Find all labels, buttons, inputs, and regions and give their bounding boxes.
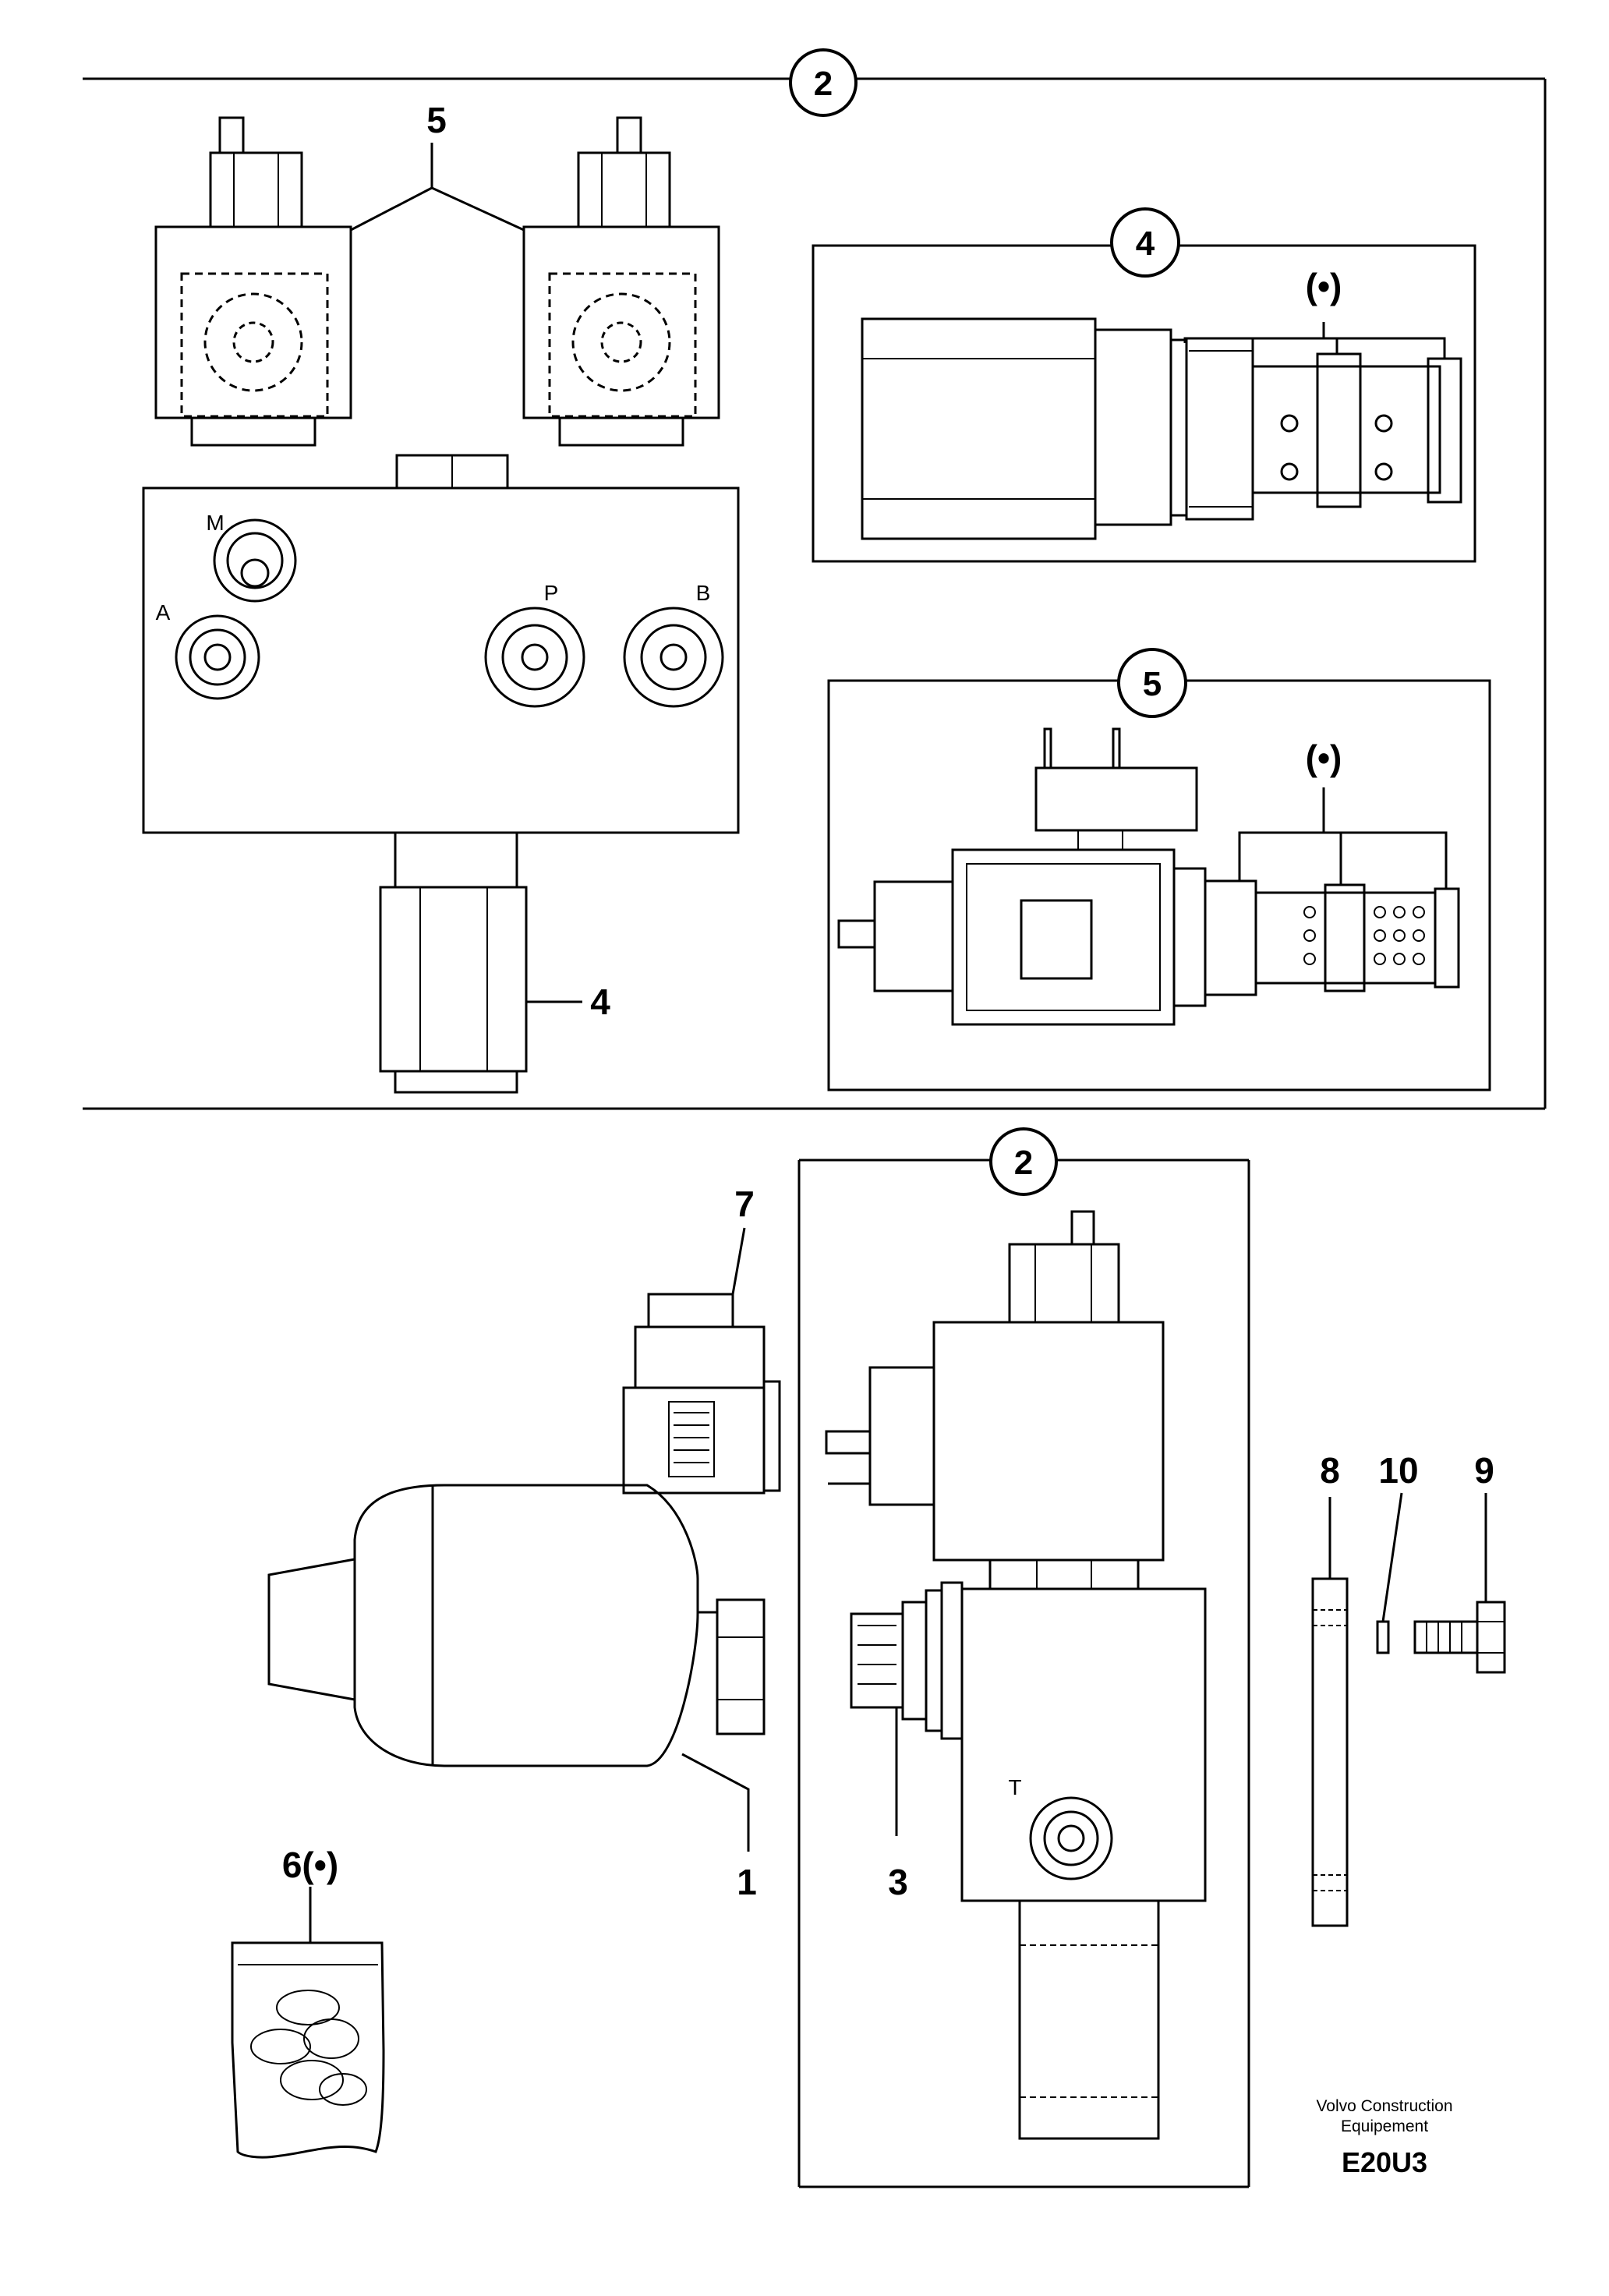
washer: 10 [1376, 1450, 1419, 1654]
footer: Volvo Construction Equipement E20U3 [1316, 2097, 1452, 2178]
callout-1: 1 [737, 1862, 757, 1902]
port-b [623, 607, 724, 708]
seal-kit-bag: 6(•) [231, 1845, 385, 2159]
top-section-frame: 2 [83, 48, 1547, 1110]
callout-5-pointer: 5 [350, 100, 525, 232]
detail-box-5: 5 (•) [827, 648, 1491, 1091]
detail-5-bubble [1117, 648, 1187, 718]
bottom-section-frame: 2 [797, 1127, 1250, 2188]
callout-3: 3 [888, 1862, 908, 1902]
detail-4-bubble [1110, 207, 1180, 278]
detail-5-number: 5 [1143, 665, 1162, 703]
callout-6: 6(•) [282, 1845, 338, 1885]
callout-9: 9 [1474, 1450, 1494, 1491]
valve-assembly-2: T [825, 1210, 1207, 2140]
port-t-label: T [1008, 1775, 1021, 1799]
detail-4-number: 4 [1136, 225, 1155, 263]
bottom-section-number: 2 [1014, 1144, 1033, 1182]
check-valve [379, 831, 528, 1094]
bolt: 9 [1413, 1450, 1506, 1674]
port-a [175, 614, 260, 700]
callout-8: 8 [1320, 1450, 1340, 1491]
port-m [213, 518, 297, 603]
callout-10: 10 [1378, 1450, 1418, 1491]
solenoid-valve-left [154, 116, 352, 447]
port-b-label: B [696, 581, 711, 605]
fitting: 3 [850, 1581, 964, 1902]
center-plug [395, 454, 509, 490]
port-p [484, 607, 585, 708]
callout-5: 5 [426, 100, 447, 140]
port-m-label: M [206, 511, 224, 535]
callout-4-pointer: 4 [526, 982, 610, 1022]
detail-5-marker: (•) [1306, 738, 1342, 778]
top-section-number: 2 [814, 65, 833, 103]
port-a-label: A [156, 600, 171, 624]
callout-7: 7 [734, 1183, 755, 1224]
bottom-section-bubble [989, 1127, 1058, 1196]
strainer-holes [1303, 906, 1425, 965]
detail-4-marker: (•) [1306, 266, 1342, 306]
port-t [1029, 1796, 1113, 1880]
detail-box-4: 4 (•) [812, 207, 1476, 563]
bracket: 8 [1311, 1450, 1349, 1927]
manifold-block: M A P B [142, 486, 740, 834]
drawing-code: E20U3 [1342, 2146, 1427, 2178]
callout-4: 4 [590, 982, 610, 1022]
solenoid-valve-right [522, 116, 720, 447]
port-p-label: P [544, 581, 559, 605]
accumulator: 1 [267, 1484, 766, 1902]
brand-line-1: Volvo Construction [1316, 2097, 1452, 2115]
connector: 7 [622, 1183, 781, 1495]
brand-line-2: Equipement [1341, 2117, 1428, 2135]
top-section-bubble [789, 48, 858, 117]
